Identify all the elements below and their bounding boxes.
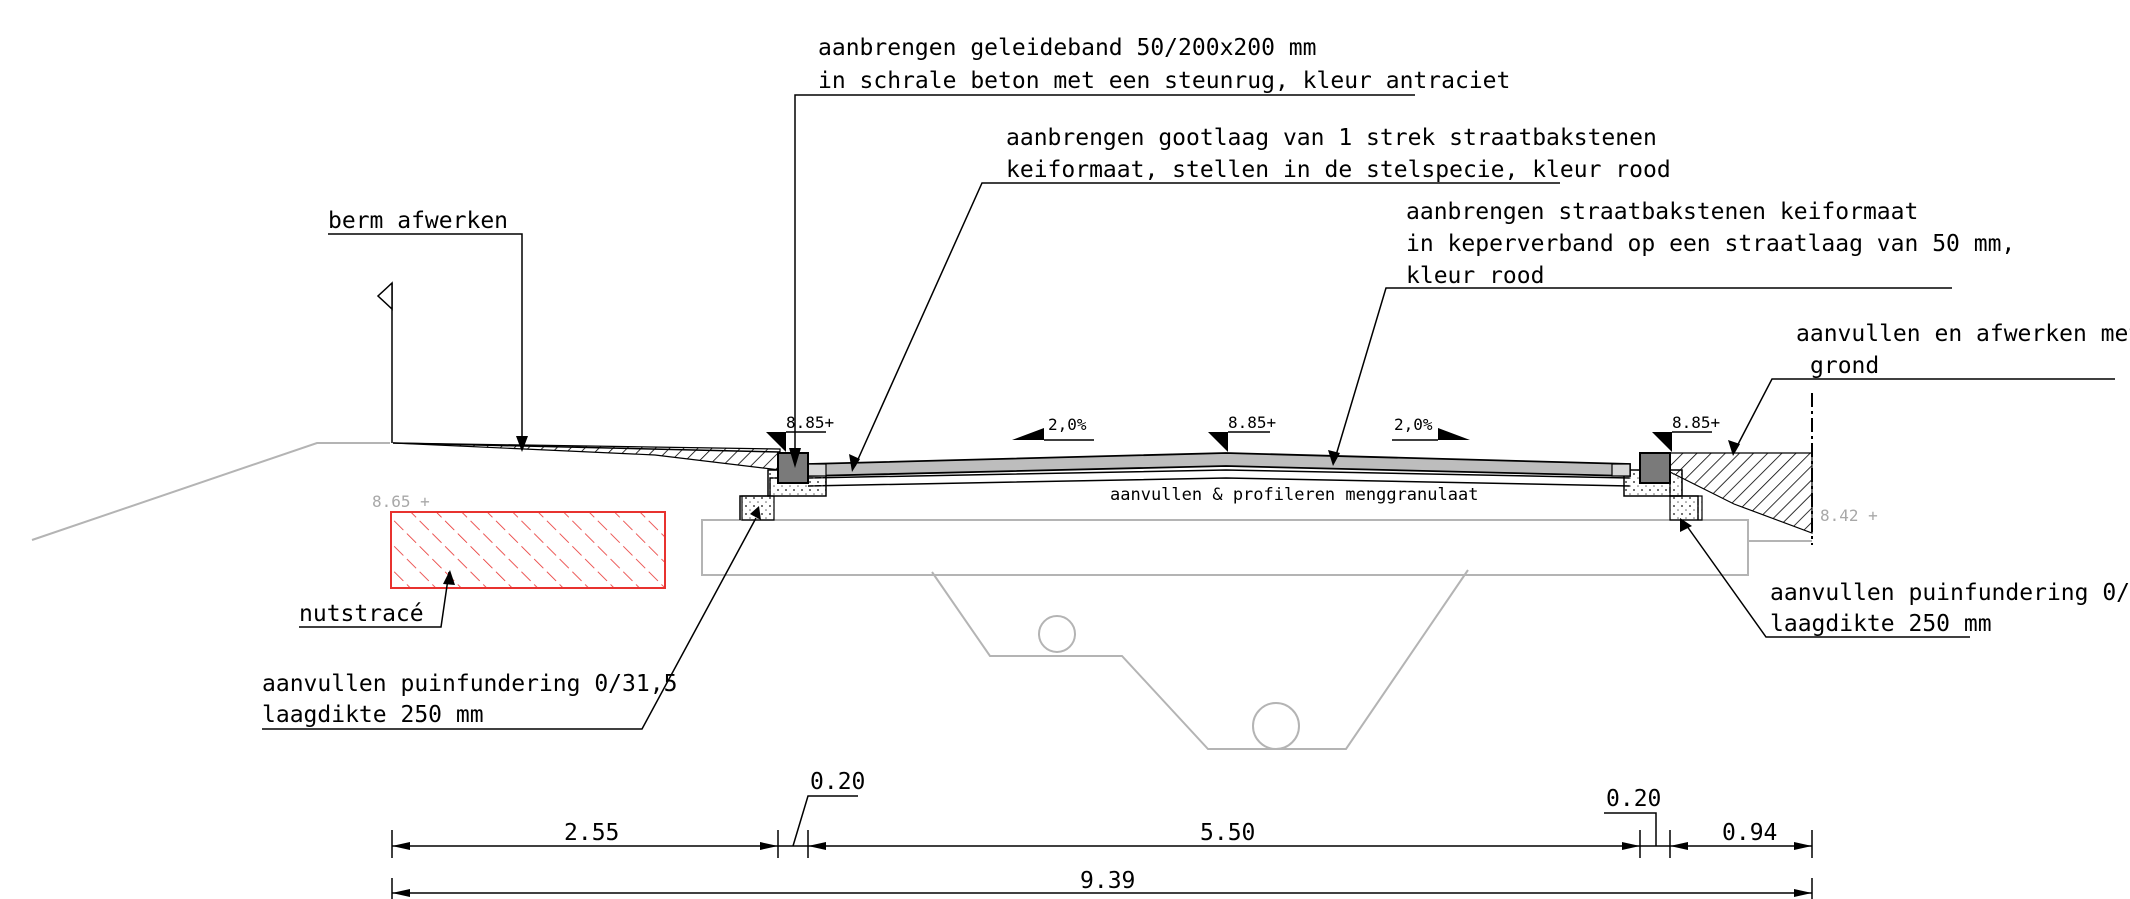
dim-left-verge: 2.55 [564, 820, 619, 846]
slope-arrow-right: 2,0% [1392, 415, 1470, 441]
road-paving [807, 452, 1631, 477]
geleideband-text-1: aanbrengen geleideband 50/200x200 mm [818, 35, 1317, 61]
berm-text: berm afwerken [328, 208, 508, 234]
slope-right-label: 2,0% [1394, 415, 1433, 434]
puin-right-text-1: aanvullen puinfundering 0/31,5 [1770, 580, 2130, 606]
dimension-row-total: 9.39 [391, 868, 1813, 899]
dim-total: 9.39 [1080, 868, 1135, 894]
section-flag [376, 281, 393, 443]
right-kerb [1639, 452, 1671, 484]
grond-text-1: aanvullen en afwerken met [1796, 321, 2130, 347]
level-right-existing: 8.42 + [1820, 506, 1878, 525]
puin-left-text-1: aanvullen puinfundering 0/31,5 [262, 671, 677, 697]
right-gutter [1611, 463, 1631, 477]
straat-text-3: kleur rood [1406, 263, 1544, 289]
geleideband-text-2: in schrale beton met een steunrug, kleur… [818, 68, 1510, 94]
dim-left-kerb: 0.20 [810, 769, 865, 795]
annotation-nutstrace: nutstracé [299, 570, 455, 628]
left-gutter [807, 463, 827, 477]
puin-left-text-2: laagdikte 250 mm [262, 702, 484, 728]
straat-text-2: in keperverband op een straatlaag van 50… [1406, 231, 2015, 257]
puin-right-text-2: laagdikte 250 mm [1770, 611, 1992, 637]
level-mark-center: 8.85+ [1208, 413, 1276, 452]
annotation-gootlaag: aanbrengen gootlaag van 1 strek straatba… [849, 125, 1671, 472]
annotation-puin-right: aanvullen puinfundering 0/31,5 laagdikte… [1680, 518, 2130, 638]
grond-text-2: grond [1810, 353, 1879, 379]
level-mark-right: 8.85+ [1652, 413, 1720, 452]
straat-text-1: aanbrengen straatbakstenen keiformaat [1406, 199, 1918, 225]
level-center-label: 8.85+ [1228, 413, 1276, 432]
annotation-grond: aanvullen en afwerken met grond [1728, 321, 2130, 456]
right-puin-block [1669, 495, 1703, 521]
annotation-berm: berm afwerken [328, 208, 528, 452]
annotation-puin-left: aanvullen puinfundering 0/31,5 laagdikte… [262, 506, 761, 730]
dimension-row-parts: 2.55 5.50 0.94 0.20 0.20 [391, 769, 1813, 858]
dim-right-kerb: 0.20 [1606, 786, 1661, 812]
level-left-label: 8.85+ [786, 413, 834, 432]
existing-ground-lines [31, 442, 1812, 750]
utility-zone [390, 511, 666, 589]
slope-left-label: 2,0% [1048, 415, 1087, 434]
granulaat-label: aanvullen & profileren menggranulaat [1110, 485, 1478, 505]
dim-right-verge: 0.94 [1722, 820, 1777, 846]
nutstrace-text: nutstracé [299, 601, 424, 627]
level-left-existing: 8.65 + [372, 492, 430, 511]
gootlaag-text-2: keiformaat, stellen in de stelspecie, kl… [1006, 157, 1671, 183]
dim-road: 5.50 [1200, 820, 1255, 846]
level-mark-left: 8.85+ [766, 413, 834, 452]
level-right-label: 8.85+ [1672, 413, 1720, 432]
annotation-straatbakstenen: aanbrengen straatbakstenen keiformaat in… [1328, 199, 2015, 466]
gootlaag-text-1: aanbrengen gootlaag van 1 strek straatba… [1006, 125, 1657, 151]
slope-arrow-left: 2,0% [1012, 415, 1094, 441]
annotation-geleideband: aanbrengen geleideband 50/200x200 mm in … [789, 35, 1510, 468]
